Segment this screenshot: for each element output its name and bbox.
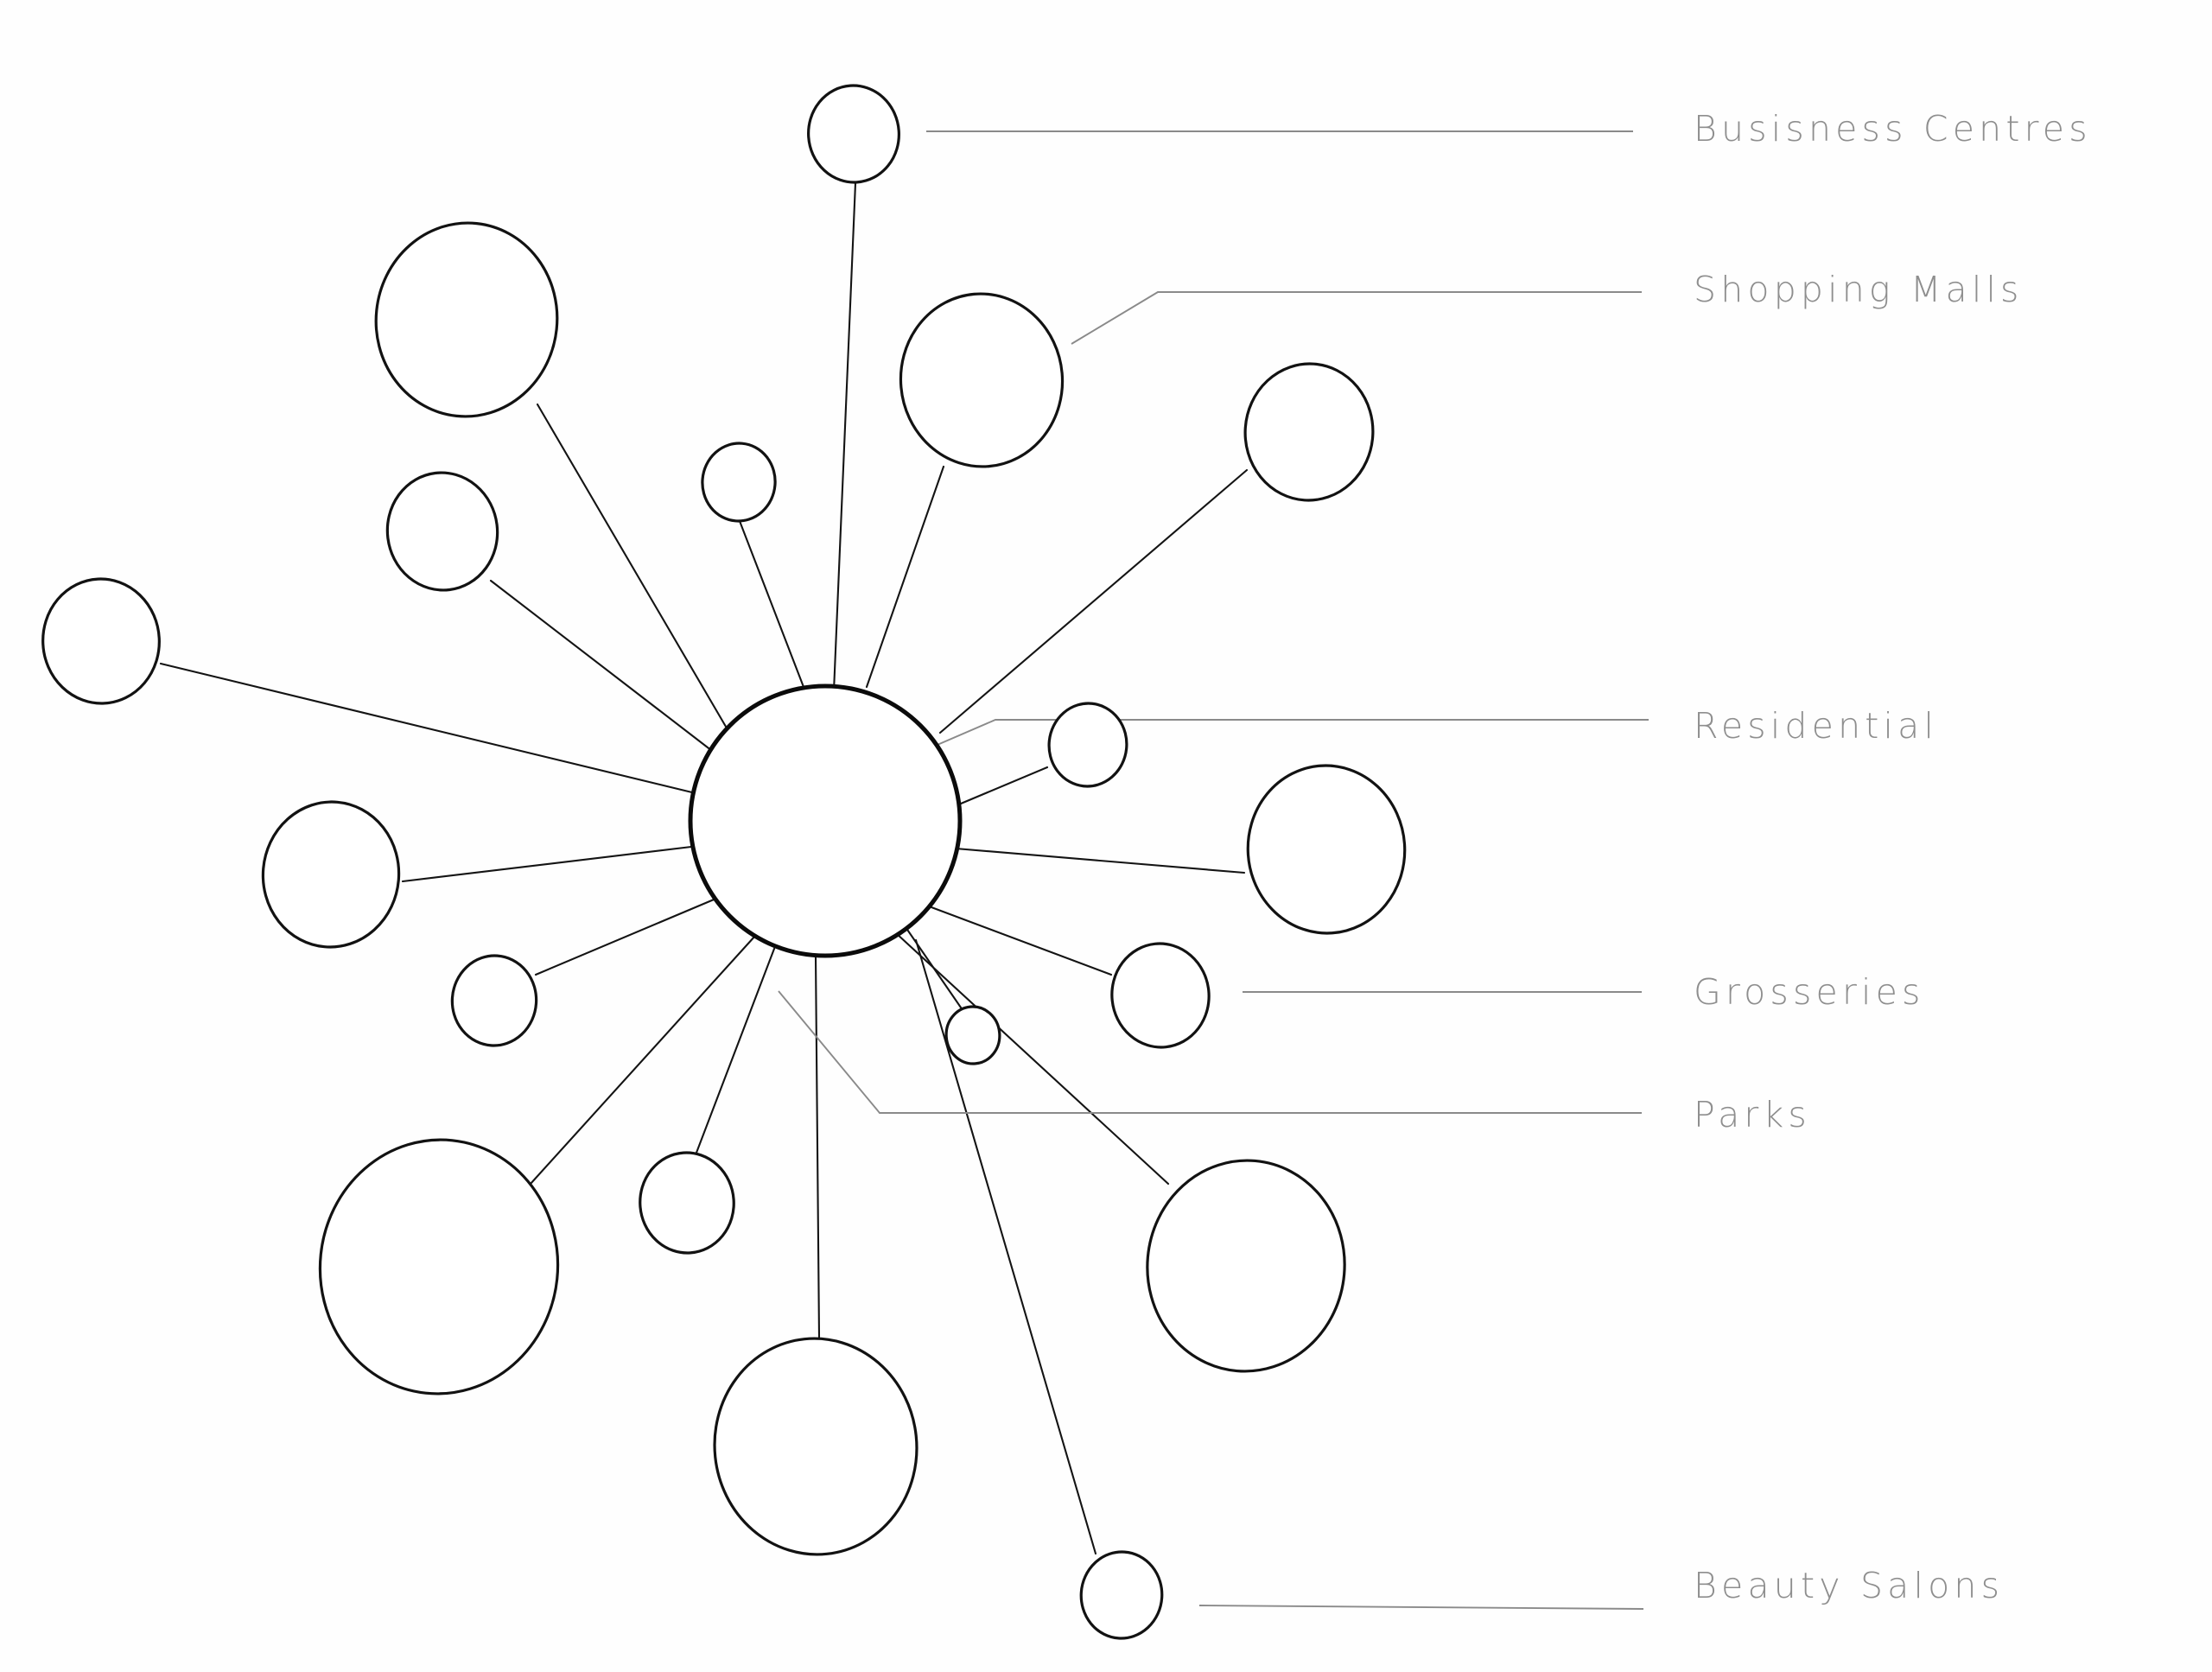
node-right-big[interactable] — [1243, 760, 1410, 938]
spokes-group — [159, 181, 1249, 1555]
node-left-mid[interactable] — [257, 796, 404, 952]
node-bottom-mid-sm[interactable] — [637, 1149, 737, 1256]
beauty_salons_leader — [1198, 1605, 1644, 1610]
node-upper-right[interactable] — [1241, 359, 1377, 505]
spoke-left-mid — [401, 845, 693, 883]
spoke-bottom-right — [883, 921, 1170, 1186]
shopping_malls_leader — [1071, 291, 1642, 345]
node-bottom-center[interactable] — [704, 1328, 928, 1564]
label-business_centres[interactable]: Busisness Centres — [1694, 108, 2092, 149]
spoke-left-small — [489, 579, 717, 755]
spoke-right-small — [943, 766, 1049, 812]
spoke-mid-small — [738, 519, 805, 689]
spoke-bottom-left-big — [529, 934, 757, 1186]
node-upper-mid[interactable] — [893, 287, 1070, 474]
label-residential[interactable]: Residential — [1694, 705, 1938, 747]
spoke-right-big — [954, 847, 1246, 874]
label-shopping_malls[interactable]: Shopping Malls — [1694, 269, 2024, 310]
label-parks[interactable]: Parks — [1694, 1094, 1811, 1135]
node-bottom-left-big[interactable] — [308, 1128, 570, 1405]
parks_leader — [778, 990, 1642, 1114]
spoke-top — [832, 181, 857, 693]
spoke-bottom-mid-sm — [695, 947, 776, 1154]
spoke-bottom-center — [814, 954, 821, 1339]
node-bottom-right[interactable] — [1139, 1153, 1354, 1380]
node-upper-left-big[interactable] — [366, 214, 567, 426]
spoke-upper-mid — [865, 465, 945, 689]
spoke-upper-left-big — [536, 403, 730, 733]
node-tiny[interactable] — [944, 1004, 1001, 1065]
node-far-left[interactable] — [40, 576, 162, 707]
spoke-far-left — [159, 662, 697, 795]
label-beauty_salons[interactable]: Beauty Salons — [1694, 1565, 2004, 1606]
node-left-small[interactable] — [381, 467, 505, 596]
node-beauty-salon[interactable] — [1078, 1549, 1165, 1641]
spoke-upper-right — [938, 468, 1249, 734]
node-top[interactable] — [805, 82, 902, 185]
spoke-lower-left-sm — [534, 893, 726, 976]
node-mid-small[interactable] — [699, 441, 779, 524]
node-right-small[interactable] — [1045, 700, 1130, 791]
node-grosseries[interactable] — [1107, 938, 1214, 1052]
node-circles-group — [40, 82, 1410, 1641]
node-lower-left-sm[interactable] — [449, 953, 539, 1049]
label-grosseries[interactable]: Grosseries — [1694, 971, 1925, 1013]
spoke-grosseries — [916, 900, 1113, 976]
spoke-beauty-salon — [914, 938, 1097, 1555]
central-hub-circle[interactable] — [688, 683, 963, 958]
